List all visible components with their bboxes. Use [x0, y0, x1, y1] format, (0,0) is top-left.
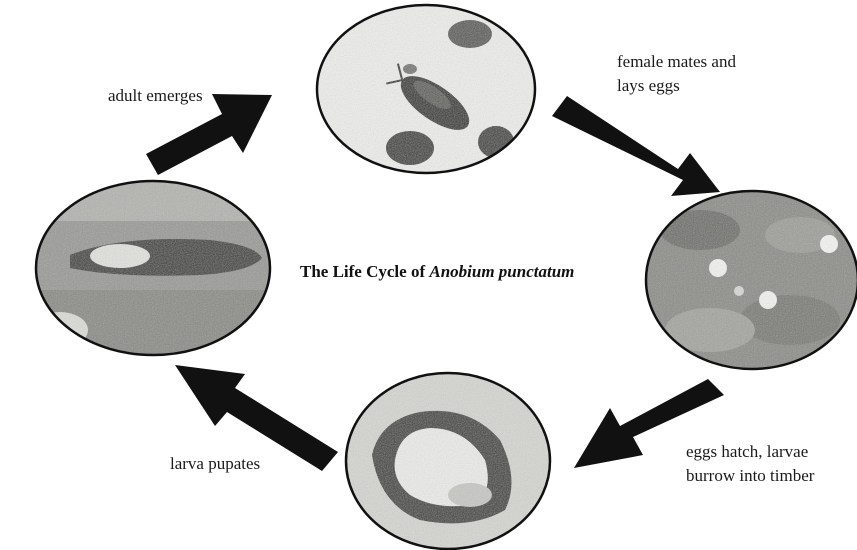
label-eggs-hatch: eggs hatch, larvae burrow into timber	[686, 440, 814, 488]
label-adult-emerges: adult emerges	[108, 84, 203, 108]
label-larva-pupates: larva pupates	[170, 452, 260, 476]
label-female-mates: female mates and lays eggs	[617, 50, 736, 98]
arrow-adult-to-eggs	[552, 96, 720, 196]
diagram-title: The Life Cycle of Anobium punctatum	[300, 262, 574, 282]
species-name: Anobium punctatum	[429, 262, 574, 281]
